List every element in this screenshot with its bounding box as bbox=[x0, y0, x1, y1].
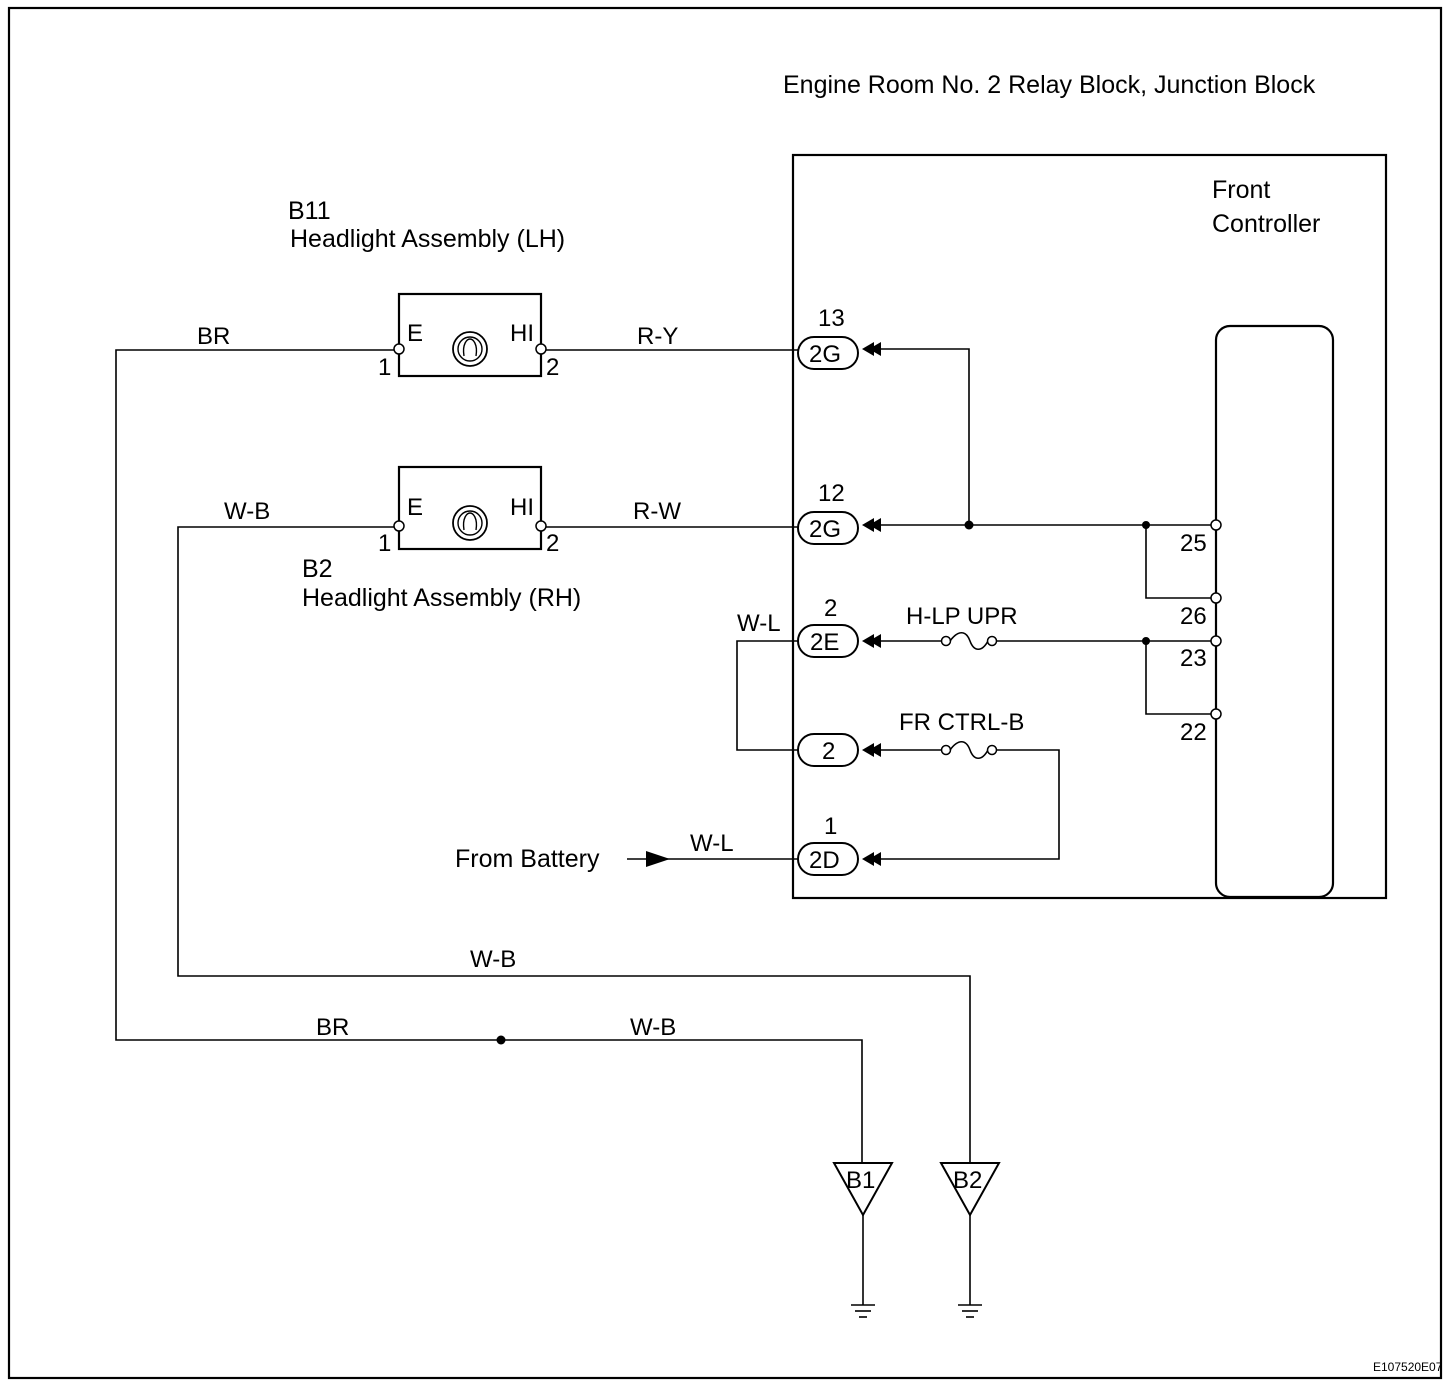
headlight-lh-pin2-terminal bbox=[535, 343, 547, 355]
headlight-rh-pin-e: E bbox=[407, 494, 423, 521]
wire-label-ry: R-Y bbox=[637, 323, 678, 350]
from-battery-label: From Battery bbox=[455, 845, 600, 873]
document-code: E107520E07 bbox=[1373, 1360, 1443, 1374]
connector-2g-12-pin: 12 bbox=[818, 480, 845, 507]
connector-2-code: 2 bbox=[822, 738, 835, 765]
controller-pin25: 25 bbox=[1180, 530, 1207, 557]
splice-bottom bbox=[496, 1035, 506, 1045]
relay-block-title: Engine Room No. 2 Relay Block, Junction … bbox=[783, 71, 1316, 99]
controller-pin23-terminal bbox=[1210, 635, 1222, 647]
wire-label-wb-top: W-B bbox=[224, 498, 270, 525]
ground-b1-label: B1 bbox=[846, 1167, 875, 1194]
ground-b2-label: B2 bbox=[953, 1167, 982, 1194]
outer-frame bbox=[7, 6, 1443, 1380]
front-controller-box bbox=[1214, 324, 1335, 899]
headlight-rh-pin-hi: HI bbox=[510, 494, 534, 521]
wire-label-wl-left: W-L bbox=[737, 610, 781, 637]
wire-2g13-internal bbox=[881, 348, 970, 525]
headlight-rh-code: B2 bbox=[302, 555, 333, 583]
wire-label-br-bottom: BR bbox=[316, 1014, 349, 1041]
headlight-rh-pin1: 1 bbox=[378, 530, 391, 557]
headlight-rh-pin2-terminal bbox=[535, 520, 547, 532]
ground-b1-icon bbox=[851, 1304, 875, 1318]
controller-label-line2: Controller bbox=[1212, 210, 1320, 238]
fuse-frctrl-icon bbox=[940, 740, 998, 760]
headlight-lh-pin1-terminal bbox=[393, 343, 405, 355]
headlight-lh-pin1: 1 bbox=[378, 354, 391, 381]
wire-label-wl-battery: W-L bbox=[690, 830, 734, 857]
controller-pin26: 26 bbox=[1180, 603, 1207, 630]
ground-b2: B2 bbox=[939, 1162, 1001, 1305]
connector-2d-pin: 1 bbox=[824, 813, 837, 840]
wire-wl-loop bbox=[736, 640, 798, 751]
headlight-rh-name: Headlight Assembly (RH) bbox=[302, 584, 581, 612]
ground-b2-icon bbox=[958, 1304, 982, 1318]
connector-2e-pin: 2 bbox=[824, 595, 837, 622]
ground-b1: B1 bbox=[832, 1162, 894, 1305]
headlight-lh-pin2: 2 bbox=[546, 354, 559, 381]
controller-pin23: 23 bbox=[1180, 645, 1207, 672]
splice-969 bbox=[964, 520, 974, 530]
connector-2g-12: 12 2G bbox=[797, 480, 881, 545]
battery-arrow-icon bbox=[646, 851, 670, 867]
wire-label-br-top: BR bbox=[197, 323, 230, 350]
fuse-hlp-icon bbox=[940, 631, 998, 651]
wire-label-rw: R-W bbox=[633, 498, 681, 525]
fuse-hlp-label: H-LP UPR bbox=[906, 603, 1018, 630]
wire-pin22 bbox=[1145, 641, 1216, 715]
headlight-lh-bulb-icon bbox=[452, 331, 488, 367]
controller-pin22: 22 bbox=[1180, 719, 1207, 746]
wire-br bbox=[115, 349, 863, 1163]
connector-2e-code: 2E bbox=[810, 629, 839, 656]
fuse-frctrl-label: FR CTRL-B bbox=[899, 709, 1024, 736]
headlight-lh-pin-e: E bbox=[407, 320, 423, 347]
connector-2g-13-code: 2G bbox=[809, 341, 841, 368]
wire-label-wb-bottom: W-B bbox=[630, 1014, 676, 1041]
controller-pin26-terminal bbox=[1210, 592, 1222, 604]
controller-pin25-terminal bbox=[1210, 519, 1222, 531]
headlight-rh-pin2: 2 bbox=[546, 530, 559, 557]
connector-2g-13-pin: 13 bbox=[818, 305, 845, 332]
connector-2d-code: 2D bbox=[809, 847, 840, 874]
wire-wb bbox=[177, 526, 971, 1163]
wire-frctrl-right bbox=[881, 749, 1060, 860]
relay-block-box bbox=[791, 153, 1388, 900]
connector-2g-12-code: 2G bbox=[809, 516, 841, 543]
controller-pin22-terminal bbox=[1210, 708, 1222, 720]
headlight-lh-name: Headlight Assembly (LH) bbox=[290, 225, 565, 253]
headlight-rh-bulb-icon bbox=[452, 505, 488, 541]
headlight-lh-box bbox=[397, 292, 543, 378]
connector-2g-13: 13 2G bbox=[797, 305, 881, 370]
headlight-rh-box bbox=[397, 465, 543, 551]
wire-label-wb-mid: W-B bbox=[470, 946, 516, 973]
headlight-lh-code: B11 bbox=[288, 197, 331, 225]
wire-pin26 bbox=[1145, 525, 1216, 599]
headlight-lh-pin-hi: HI bbox=[510, 320, 534, 347]
headlight-rh-pin1-terminal bbox=[393, 520, 405, 532]
controller-label-line1: Front bbox=[1212, 176, 1270, 204]
connector-2e: 2 2E bbox=[797, 595, 881, 658]
connector-2d: 1 2D bbox=[797, 813, 881, 876]
connector-2: 2 bbox=[797, 733, 881, 767]
